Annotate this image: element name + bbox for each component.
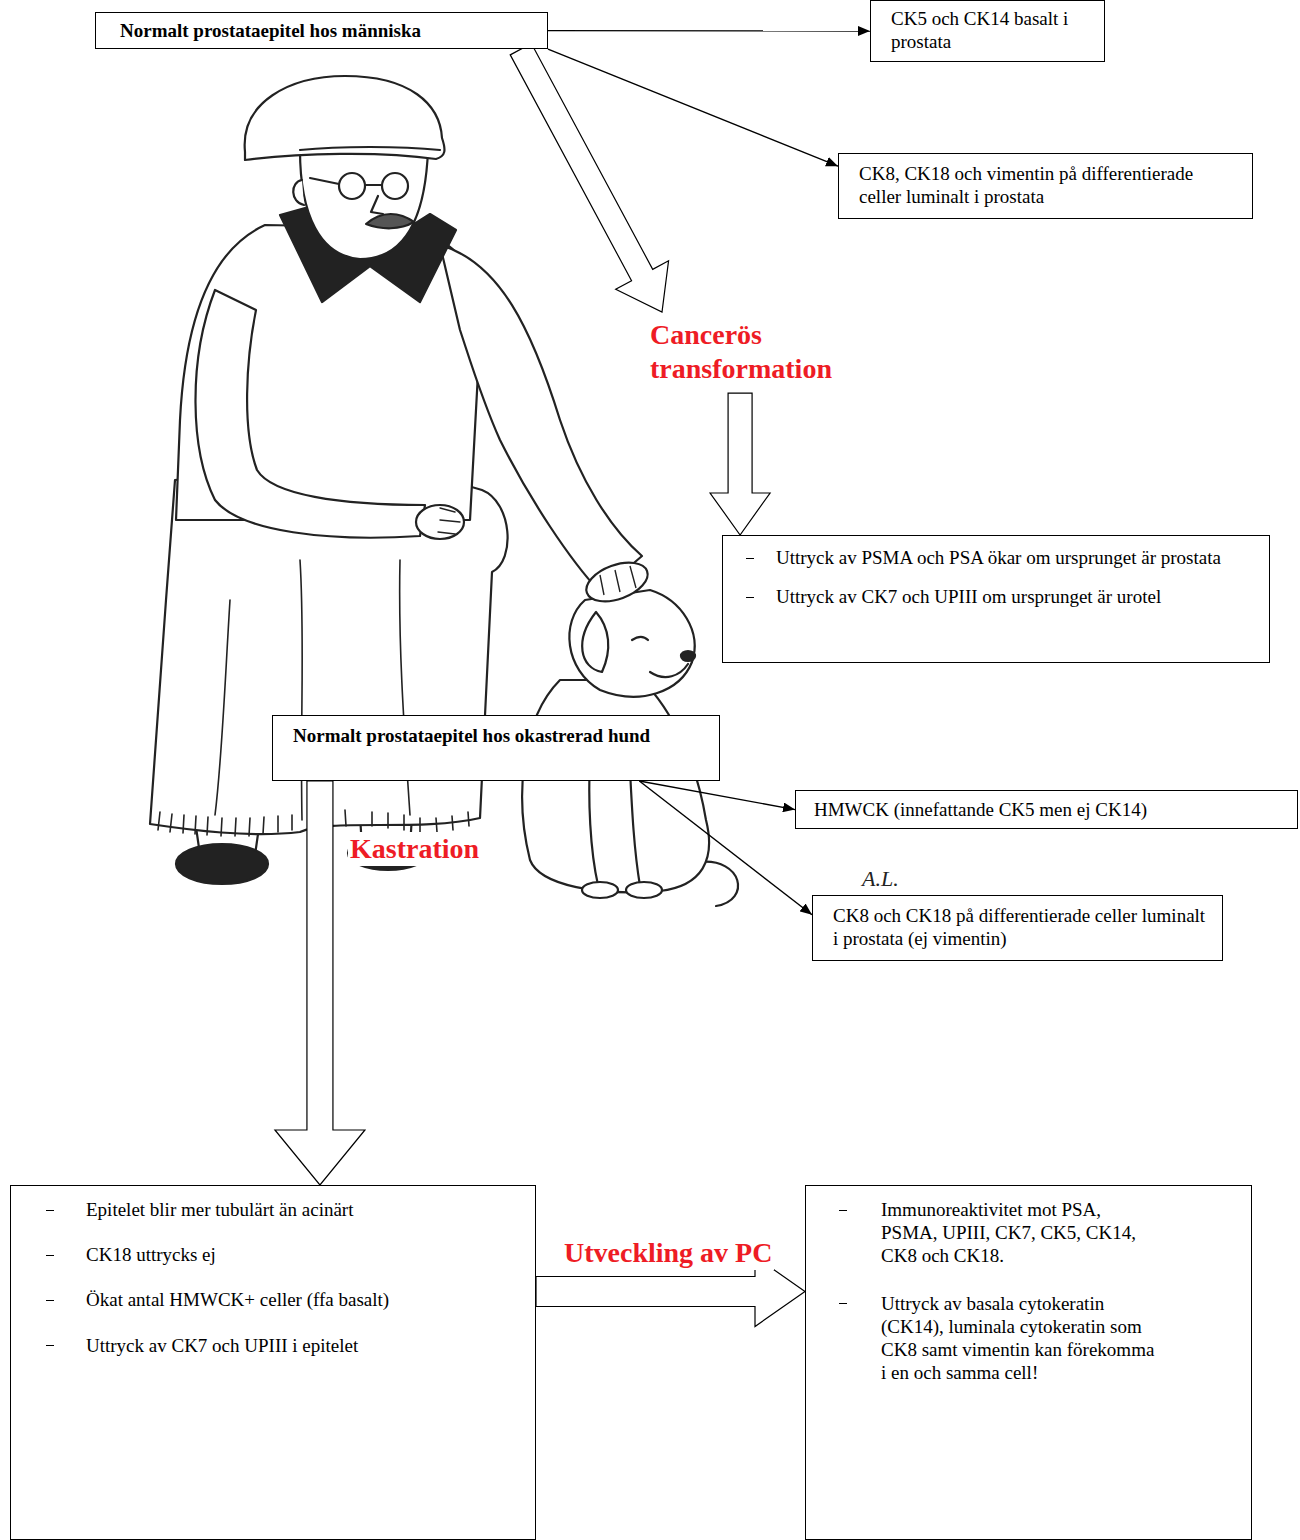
dog-head: [569, 590, 694, 697]
text-item: Normalt prostataepitel hos människa: [120, 19, 535, 42]
finger-lines: [600, 566, 636, 595]
text-box: Epitelet blir mer tubulärt än acinärtCK1…: [10, 1185, 536, 1540]
box-text: HMWCK (innefattande CK5 men ej CK14): [814, 799, 1147, 820]
text-box: CK5 och CK14 basalt i prostata: [870, 0, 1105, 62]
text-box: CK8, CK18 och vimentin på differentierad…: [838, 153, 1253, 219]
left-hand: [416, 505, 464, 539]
arrow-label: Utveckling av PC: [562, 1236, 774, 1270]
nose: [371, 196, 383, 214]
glasses-lens: [382, 173, 408, 199]
box-text: Normalt prostataepitel hos människa: [120, 20, 421, 41]
box-text: CK18 uttrycks ej: [86, 1244, 216, 1265]
dog-ear: [582, 612, 608, 672]
box-text: Uttryck av basala cytokeratin (CK14), lu…: [881, 1293, 1154, 1384]
text-box: Normalt prostataepitel hos människa: [95, 12, 548, 49]
text-item: Ökat antal HMWCK+ celler (ffa basalt): [86, 1288, 517, 1311]
finger-lines: [438, 508, 460, 534]
cap: [245, 76, 445, 160]
text-item: Uttryck av basala cytokeratin (CK14), lu…: [881, 1292, 1156, 1385]
box-text: Normalt prostataepitel hos okastrerad hu…: [293, 725, 650, 746]
text-item: CK18 uttrycks ej: [86, 1243, 517, 1266]
bullet-dash: [46, 1345, 54, 1346]
arrow-label: Kastration: [348, 832, 481, 866]
bullet-dash: [746, 597, 754, 598]
text-item: CK5 och CK14 basalt i prostata: [891, 7, 1090, 53]
arrow-label: Cancerös transformation: [648, 318, 884, 385]
arrow-connector: [548, 49, 838, 166]
text-box: Uttryck av PSMA och PSA ökar om ursprung…: [722, 535, 1270, 663]
glasses-frame: [310, 178, 382, 185]
box-text: Uttryck av PSMA och PSA ökar om ursprung…: [776, 547, 1221, 568]
mustache: [366, 214, 414, 228]
bullet-dash: [746, 558, 754, 559]
right-arm: [440, 245, 642, 592]
text-box: HMWCK (innefattande CK5 men ej CK14): [795, 790, 1298, 829]
text-item: Epitelet blir mer tubulärt än acinärt: [86, 1198, 517, 1221]
arrow-connector: [639, 781, 795, 810]
face: [300, 150, 428, 259]
bullet-dash: [839, 1210, 847, 1211]
text-item: CK8 och CK18 på differentierade celler l…: [833, 904, 1208, 950]
box-text: CK5 och CK14 basalt i prostata: [891, 8, 1068, 52]
text-item: HMWCK (innefattande CK5 men ej CK14): [814, 798, 1283, 821]
bullet-dash: [46, 1255, 54, 1256]
dog-eye: [632, 637, 648, 640]
right-hand: [581, 555, 653, 609]
right-hand-group: [581, 555, 653, 609]
glasses-lens: [339, 173, 365, 199]
artist-signature: A.L.: [862, 866, 899, 892]
dog-body: [522, 680, 709, 892]
cap-brim: [300, 147, 440, 150]
arrow-connector: [548, 30, 870, 32]
box-text: Epitelet blir mer tubulärt än acinärt: [86, 1199, 353, 1220]
ear: [293, 180, 304, 205]
text-item: Uttryck av PSMA och PSA ökar om ursprung…: [776, 546, 1251, 569]
box-text: Ökat antal HMWCK+ celler (ffa basalt): [86, 1289, 389, 1310]
bullet-dash: [839, 1303, 847, 1304]
box-text: Immunoreaktivitet mot PSA, PSMA, UPIII, …: [881, 1199, 1136, 1266]
text-box: Immunoreaktivitet mot PSA, PSMA, UPIII, …: [805, 1185, 1252, 1540]
text-item: Immunoreaktivitet mot PSA, PSMA, UPIII, …: [881, 1198, 1156, 1268]
dog-tail: [700, 862, 738, 906]
dog-paw: [626, 882, 662, 898]
text-item: Uttryck av CK7 och UPIII i epitelet: [86, 1334, 517, 1357]
box-text: CK8 och CK18 på differentierade celler l…: [833, 905, 1205, 949]
box-text: CK8, CK18 och vimentin på differentierad…: [859, 163, 1193, 207]
block-arrow: [510, 43, 770, 535]
dog-paw: [582, 882, 618, 898]
arrow-connector: [639, 781, 812, 915]
text-item: CK8, CK18 och vimentin på differentierad…: [859, 162, 1238, 208]
bullet-dash: [46, 1210, 54, 1211]
shoe: [176, 844, 268, 884]
text-item: Normalt prostataepitel hos okastrerad hu…: [293, 724, 705, 747]
bullet-dash: [46, 1300, 54, 1301]
box-text: Uttryck av CK7 och UPIII om ursprunget ä…: [776, 586, 1161, 607]
box-text: Uttryck av CK7 och UPIII i epitelet: [86, 1335, 358, 1356]
text-box: CK8 och CK18 på differentierade celler l…: [812, 895, 1223, 961]
dog-mouth: [650, 664, 688, 677]
left-arm: [195, 290, 425, 538]
text-item: Uttryck av CK7 och UPIII om ursprunget ä…: [776, 585, 1251, 608]
dog-nose: [681, 651, 695, 661]
text-box: Normalt prostataepitel hos okastrerad hu…: [272, 715, 720, 781]
